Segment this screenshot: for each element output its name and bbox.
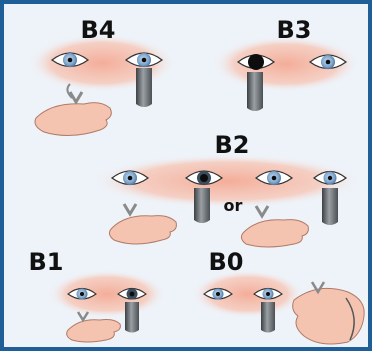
- patient-profile-2: [241, 206, 308, 247]
- grade-label-b4: B4: [81, 16, 116, 44]
- panel-b1: B1: [29, 248, 167, 342]
- occluder-instrument: [261, 302, 275, 333]
- panel-b2: B2 or: [92, 131, 362, 247]
- occluder-instrument: [247, 72, 263, 111]
- occluder-instrument: [194, 188, 210, 223]
- patient-profile: [109, 204, 176, 244]
- occluder-instrument-2: [322, 188, 338, 225]
- grade-label-b3: B3: [277, 16, 312, 44]
- grade-label-b0: B0: [209, 248, 244, 276]
- occluder-instrument: [125, 302, 139, 333]
- occluder-instrument: [136, 68, 152, 107]
- face-glow: [48, 270, 166, 318]
- panel-b3: B3: [212, 16, 360, 111]
- grade-label-b1: B1: [29, 248, 64, 276]
- panel-b0: B0: [192, 248, 364, 344]
- grade-label-b2: B2: [215, 131, 250, 159]
- or-separator: or: [224, 196, 243, 215]
- panel-b4: B4: [28, 16, 176, 136]
